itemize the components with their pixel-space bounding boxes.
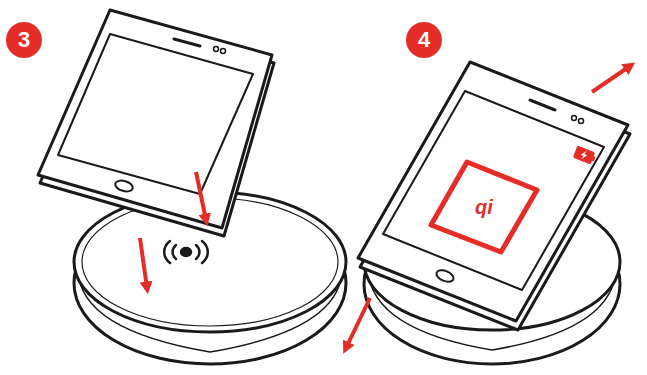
removal-arrows xyxy=(346,66,630,348)
wireless-icon xyxy=(164,241,208,263)
battery-icon xyxy=(573,146,596,165)
callout-number: 3 xyxy=(6,22,42,58)
smartphone xyxy=(358,62,630,330)
smartphone xyxy=(38,10,274,236)
qi-logo-frame xyxy=(431,162,537,252)
placement-arrows xyxy=(140,172,206,288)
logo-text: qi xyxy=(475,197,493,217)
callout-number: 4 xyxy=(406,22,442,58)
